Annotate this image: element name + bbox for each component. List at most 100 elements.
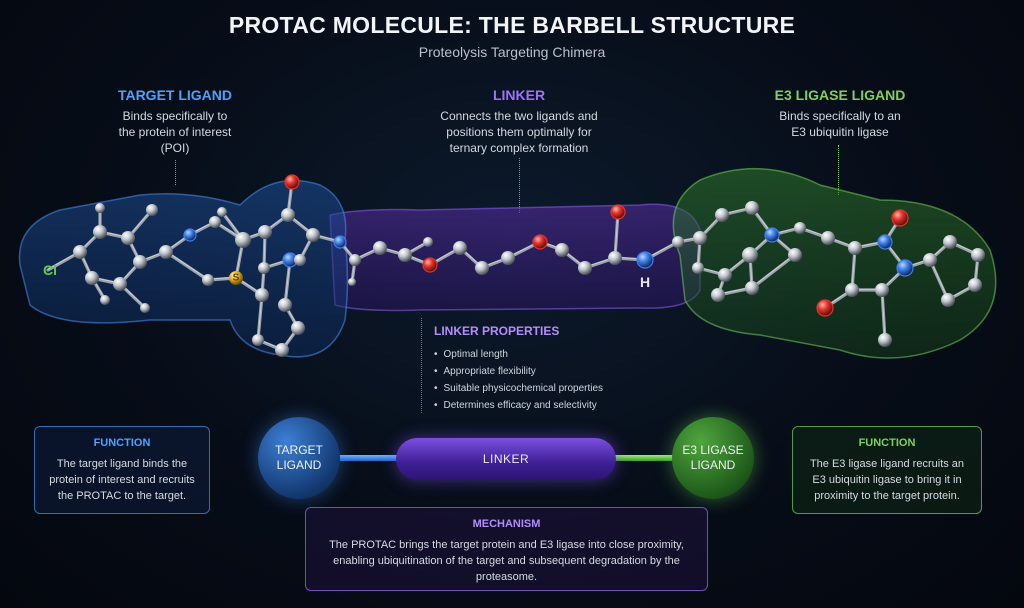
atom-carbon [968,278,982,292]
atom-carbon [693,231,707,245]
function-card-e3: FUNCTION The E3 ligase ligand recruits a… [792,426,982,514]
barbell-e3-ligand: E3 LIGASE LIGAND [672,417,754,499]
linker-property-item: Suitable physicochemical properties [434,380,654,397]
chlorine-label: Cl [43,262,57,278]
page-title: PROTAC MOLECULE: THE BARBELL STRUCTURE [228,12,796,38]
function-card-target: FUNCTION The target ligand binds the pro… [34,426,210,514]
barbell-e3-label: E3 LIGASE LIGAND [682,443,744,472]
mechanism-card: MECHANISM The PROTAC brings the target p… [305,507,708,591]
linker-properties-list: Optimal length Appropriate flexibility S… [434,346,654,414]
atom-carbon [578,261,592,275]
atom-carbon [255,288,269,302]
atom-carbon [100,295,110,305]
e3-ligand-section: E3 LIGASE LIGAND Binds specifically to a… [740,87,940,140]
barbell-rod-right [600,455,680,461]
linker-property-item: Determines efficacy and selectivity [434,397,654,414]
atom-carbon [252,334,264,346]
linker-properties-panel: LINKER PROPERTIES Optimal length Appropr… [434,324,654,414]
atom-carbon [306,228,320,242]
atom-carbon [718,268,732,282]
e3-leader-line [838,145,839,195]
function-card-text: The target ligand binds the protein of i… [49,458,195,502]
atom-carbon [555,243,569,257]
atom-carbon [715,208,729,222]
atom-carbon [373,241,387,255]
barbell-target-ligand: TARGET LIGAND [258,417,340,499]
e3-glow-region [672,167,997,359]
atom-carbon [692,262,704,274]
linker-property-item: Appropriate flexibility [434,363,654,380]
linker-properties-leader [421,318,422,413]
linker-properties-title: LINKER PROPERTIES [434,324,560,338]
atom-carbon [348,278,356,286]
atom-carbon [275,343,289,357]
atom-carbon [423,237,433,247]
linker-leader-line [519,158,520,213]
atom-nitrogen [636,251,654,269]
atom-carbon [875,283,889,297]
linker-heading: LINKER [492,87,546,103]
atom-carbon [711,288,725,302]
target-leader-line [175,160,176,185]
mechanism-title: MECHANISM [472,518,541,530]
atom-carbon [113,277,127,291]
atom-carbon [745,281,759,295]
atom-carbon [941,293,955,307]
atom-carbon [845,283,859,297]
atom-carbon [146,204,158,216]
atom-carbon [794,222,806,234]
barbell-rod-left [330,455,410,461]
atom-carbon [281,208,295,222]
atom-oxygen [816,299,834,317]
atom-sulfur [229,271,243,285]
e3-ligand-description: Binds specifically to an E3 ubiquitin li… [779,109,901,139]
atom-carbon [398,248,412,262]
barbell-linker-label: LINKER [482,452,530,466]
atom-carbon [608,251,622,265]
atom-carbon [140,303,150,313]
barbell-target-label: TARGET LIGAND [275,443,323,472]
atom-nitrogen [764,227,780,243]
molecule-atoms [73,174,985,357]
atom-carbon [294,254,306,266]
atom-carbon [258,262,270,274]
target-ligand-heading: TARGET LIGAND [117,87,233,103]
atom-carbon [95,203,105,213]
molecule-bond-highlight [165,250,209,280]
atom-carbon [788,248,802,262]
atom-carbon [742,247,758,263]
target-ligand-description: Binds specifically to the protein of int… [118,109,232,155]
atom-carbon [453,241,467,255]
atom-carbon [278,298,292,312]
atom-carbon [943,235,957,249]
atom-carbon [349,254,361,266]
sulfur-label: S [233,273,240,284]
atom-carbon [121,231,135,245]
atom-nitrogen [877,234,893,250]
atom-carbon [291,321,305,335]
atom-carbon [217,207,227,217]
linker-section: LINKER Connects the two ligands and posi… [399,87,639,156]
atom-carbon [202,274,214,286]
atom-oxygen [284,174,300,190]
function-card-title: FUNCTION [93,437,151,449]
atom-carbon [235,232,251,248]
atom-carbon [878,333,892,347]
atom-carbon [501,251,515,265]
linker-description: Connects the two ligands and positions t… [440,109,598,155]
atom-carbon [923,253,937,267]
atom-carbon [73,245,87,259]
function-card-text: The E3 ligase ligand recruits an E3 ubiq… [809,458,965,502]
atom-oxygen [891,209,909,227]
atom-carbon [848,241,862,255]
barbell-linker: LINKER [396,438,616,480]
molecule-bond [750,253,797,290]
atom-carbon [672,236,684,248]
mechanism-text: The PROTAC brings the target protein and… [329,539,684,583]
linker-property-item: Optimal length [434,346,654,363]
molecule-bond-highlight [751,253,796,288]
atom-carbon [133,255,147,269]
page-subtitle: Proteolysis Targeting Chimera [418,44,606,60]
target-ligand-section: TARGET LIGAND Binds specifically to the … [75,87,275,156]
